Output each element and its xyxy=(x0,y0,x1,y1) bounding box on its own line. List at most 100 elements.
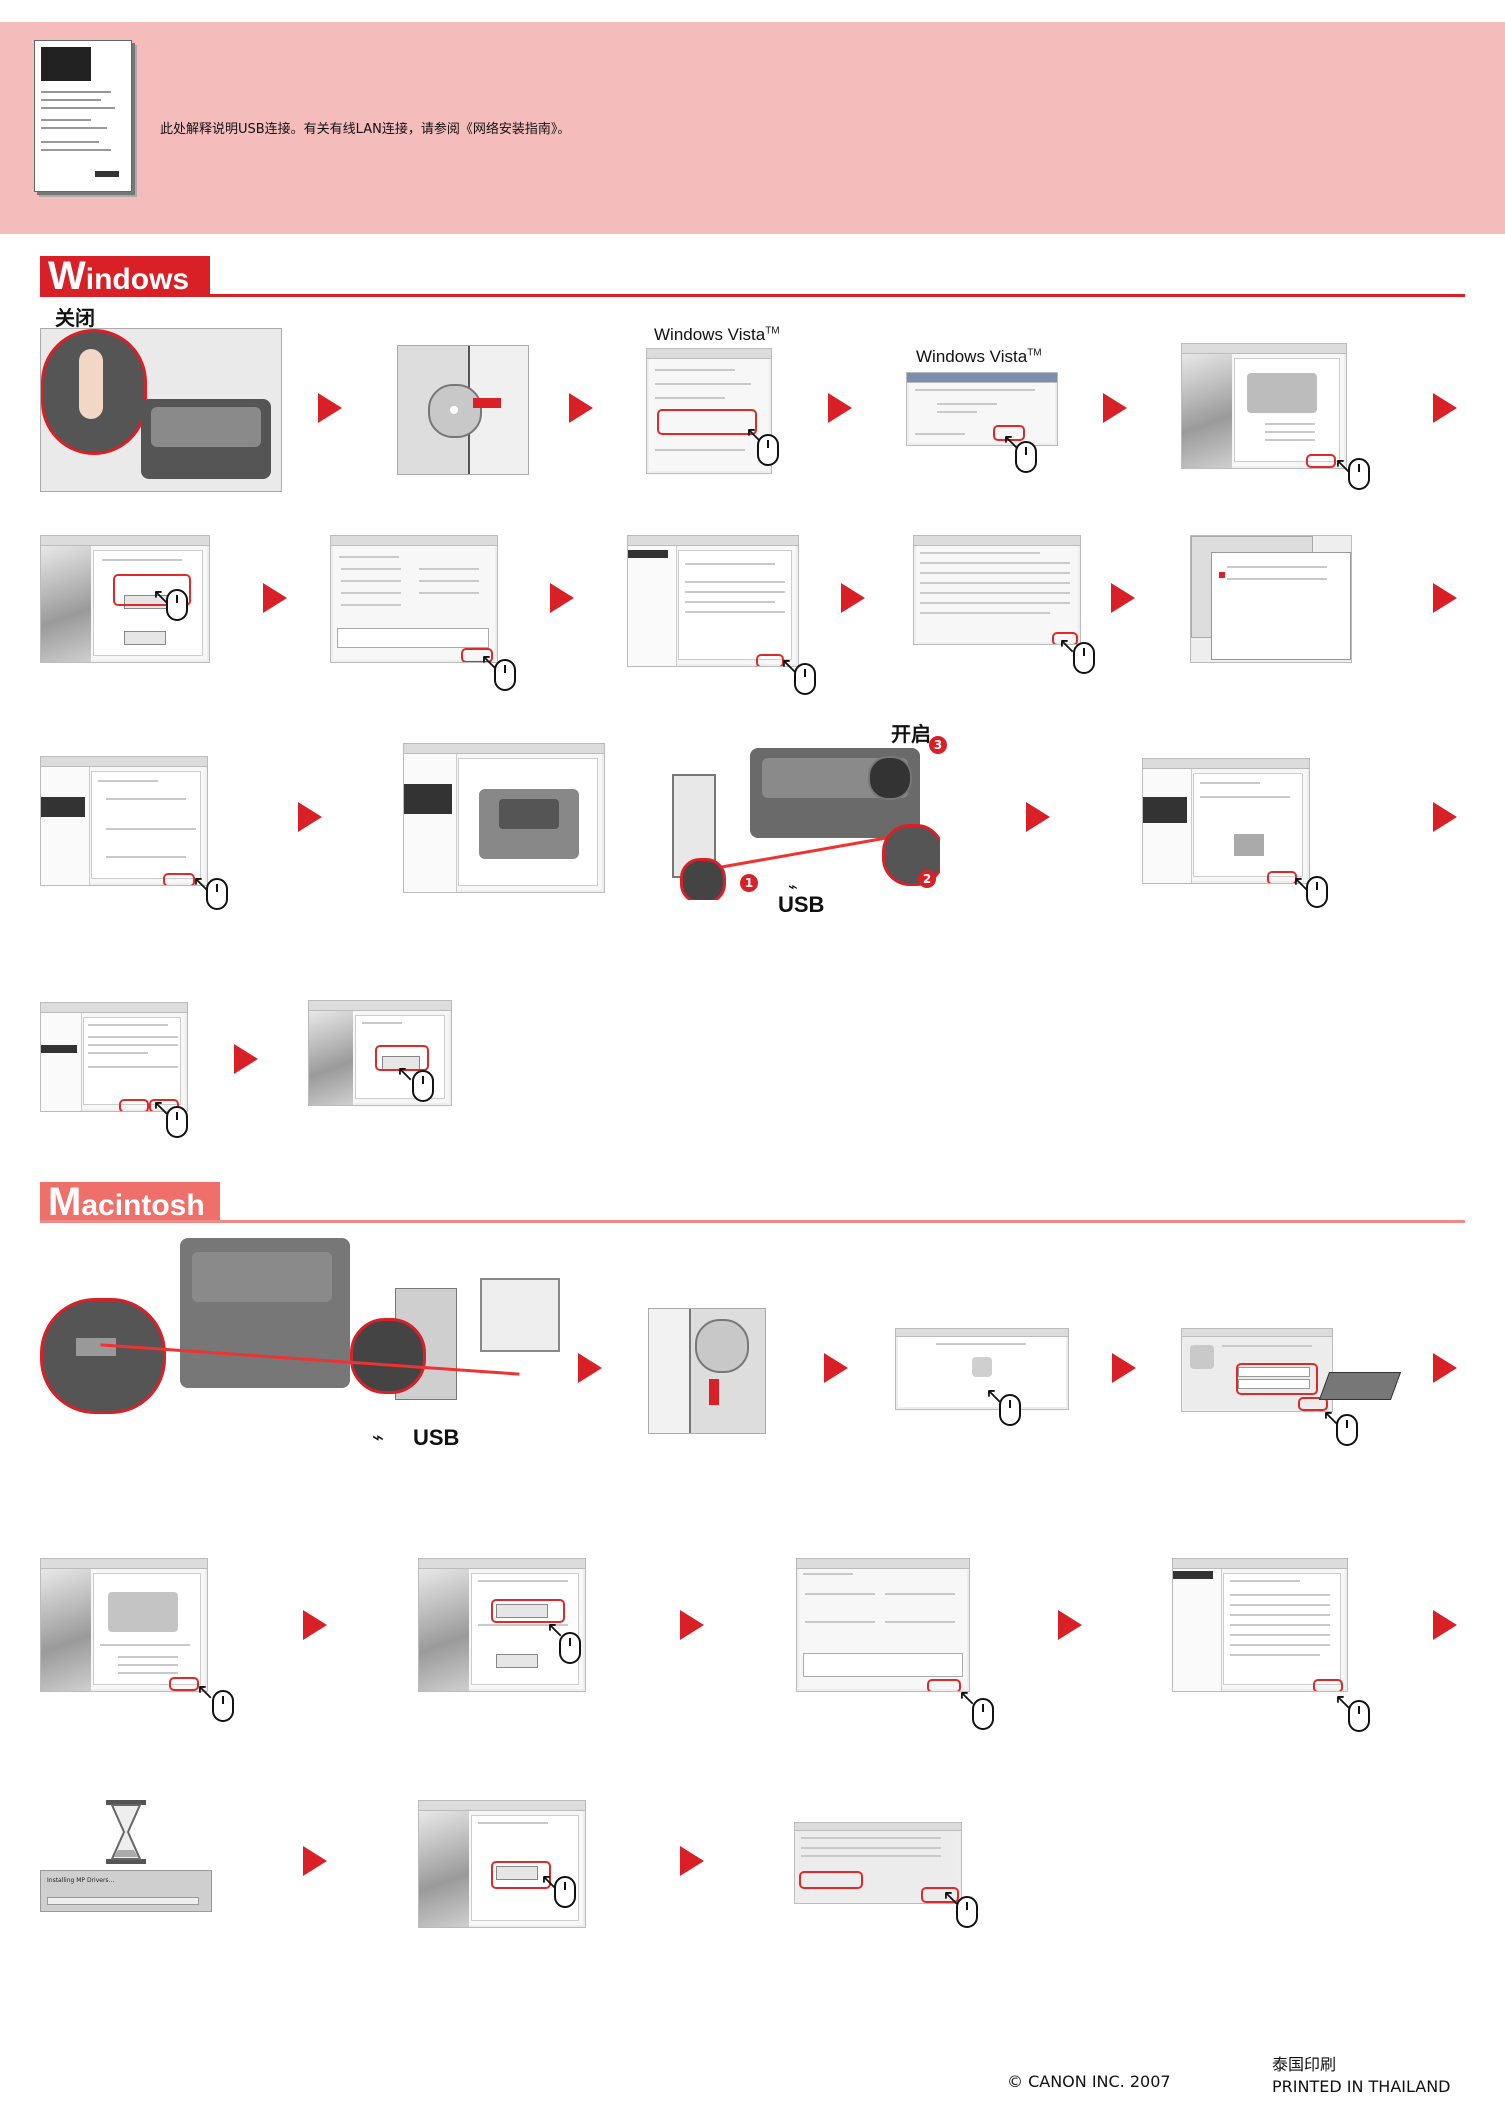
step-arrow xyxy=(318,393,342,423)
mac-usb-connect-photo xyxy=(40,1238,560,1418)
easy-install-screenshot xyxy=(40,535,210,663)
mouse-icon xyxy=(757,434,779,466)
power-on-label: 开启 xyxy=(891,722,931,746)
step-arrow xyxy=(578,1353,602,1383)
usb-label: USB xyxy=(778,892,825,917)
cursor-icon: ↖ xyxy=(1292,872,1311,897)
cursor-icon: ↖ xyxy=(780,654,799,679)
step-arrow xyxy=(1103,393,1127,423)
cursor-icon: ↖ xyxy=(196,1680,215,1705)
mouse-icon xyxy=(1306,876,1328,908)
cursor-icon: ↖ xyxy=(152,1096,171,1121)
license-agreement-screenshot xyxy=(913,535,1081,645)
step-arrow xyxy=(680,1846,704,1876)
mouse-icon xyxy=(494,659,516,691)
autoplay-dialog-screenshot xyxy=(646,348,772,474)
step-arrow xyxy=(298,802,322,832)
hourglass-icon xyxy=(104,1800,148,1868)
vista-label: Windows VistaTM xyxy=(916,347,1042,366)
step-arrow xyxy=(841,583,865,613)
mouse-icon xyxy=(1348,458,1370,490)
usb-icon: ⌁ xyxy=(788,877,798,896)
step-arrow xyxy=(550,583,574,613)
mac-residence-screenshot xyxy=(40,1558,208,1692)
step-number-2: 2 xyxy=(918,870,936,888)
step-arrow xyxy=(303,1610,327,1640)
progress-bar xyxy=(47,1897,199,1905)
step-arrow xyxy=(1433,393,1457,423)
cursor-icon: ↖ xyxy=(540,1870,559,1895)
mouse-icon xyxy=(1348,1700,1370,1732)
software-guide-screenshot xyxy=(627,535,799,667)
step-arrow xyxy=(680,1610,704,1640)
windows-section-title: Windows xyxy=(40,256,210,296)
step-arrow xyxy=(828,393,852,423)
install-complete-screenshot xyxy=(1142,758,1310,884)
info-banner xyxy=(0,22,1505,234)
step-arrow xyxy=(303,1846,327,1876)
mac-cd-window-screenshot xyxy=(895,1328,1069,1410)
step-arrow xyxy=(1433,802,1457,832)
usb-icon: ⌁ xyxy=(372,1425,385,1449)
printer-power-off-photo xyxy=(40,328,282,492)
step-arrow xyxy=(569,393,593,423)
copyright: © CANON INC. 2007 xyxy=(1007,2072,1171,2091)
power-off-label: 关闭 xyxy=(55,306,95,330)
cursor-icon: ↖ xyxy=(1058,634,1077,659)
cursor-icon: ↖ xyxy=(958,1686,977,1711)
mouse-icon xyxy=(956,1896,978,1928)
mouse-icon xyxy=(554,1876,576,1908)
step-arrow xyxy=(1433,1610,1457,1640)
survey-program-screenshot xyxy=(40,1002,188,1112)
printed-in-english: PRINTED IN THAILAND xyxy=(1272,2077,1451,2096)
mac-authenticate-screenshot xyxy=(1181,1328,1333,1412)
windows-section-rule xyxy=(40,294,1465,297)
mac-usb-label: USB xyxy=(413,1425,460,1450)
install-list-screenshot xyxy=(330,535,498,663)
cursor-icon: ↖ xyxy=(942,1886,961,1911)
select-residence-screenshot xyxy=(1181,343,1347,469)
step-number-3: 3 xyxy=(929,736,947,754)
cursor-icon: ↖ xyxy=(152,585,171,610)
mouse-icon xyxy=(794,663,816,695)
usb-connection-note: 此处解释说明USB连接。有关有线LAN连接，请参阅《网络安装指南》。 xyxy=(160,122,571,137)
step-arrow xyxy=(263,583,287,613)
cursor-icon: ↖ xyxy=(480,650,499,675)
mac-install-complete-screenshot xyxy=(418,1800,586,1928)
vista-label: Windows VistaTM xyxy=(654,325,780,344)
insert-cd-photo xyxy=(397,345,529,475)
step-arrow xyxy=(1433,583,1457,613)
mac-network-tool-screenshot xyxy=(794,1822,962,1904)
step-arrow xyxy=(1058,1610,1082,1640)
macintosh-section-title: Macintosh xyxy=(40,1182,220,1222)
mouse-icon xyxy=(212,1690,234,1722)
mouse-icon xyxy=(166,589,188,621)
installing-progress-panel: Installing MP Drivers... xyxy=(40,1870,212,1912)
firewall-dialog-screenshot xyxy=(1190,535,1352,663)
cursor-icon: ↖ xyxy=(1334,454,1353,479)
macintosh-section-rule xyxy=(40,1220,1465,1223)
mouse-icon xyxy=(166,1106,188,1138)
step-arrow xyxy=(1111,583,1135,613)
network-guide-booklet-image xyxy=(34,40,132,192)
step-arrow xyxy=(1026,802,1050,832)
mouse-icon xyxy=(1073,642,1095,674)
step-arrow xyxy=(1112,1353,1136,1383)
mac-license-agreement-screenshot xyxy=(1172,1558,1348,1692)
printed-in-chinese: 泰国印刷 xyxy=(1272,2055,1337,2074)
cursor-icon: ↖ xyxy=(396,1062,415,1087)
mouse-icon xyxy=(972,1698,994,1730)
cursor-icon: ↖ xyxy=(1322,1406,1341,1431)
mac-easy-install-screenshot xyxy=(418,1558,586,1692)
installing-text: Installing MP Drivers... xyxy=(47,1877,115,1884)
step-arrow xyxy=(824,1353,848,1383)
printed-in: 泰国印刷 PRINTED IN THAILAND xyxy=(1272,2054,1451,2098)
cursor-icon: ↖ xyxy=(1334,1690,1353,1715)
keyboard-icon xyxy=(1318,1372,1402,1400)
install-type-screenshot xyxy=(40,756,208,886)
step-number-1: 1 xyxy=(740,874,758,892)
mac-easy-install-list-screenshot xyxy=(796,1558,970,1692)
mouse-icon xyxy=(206,878,228,910)
step-arrow xyxy=(1433,1353,1457,1383)
mouse-icon xyxy=(1336,1414,1358,1446)
